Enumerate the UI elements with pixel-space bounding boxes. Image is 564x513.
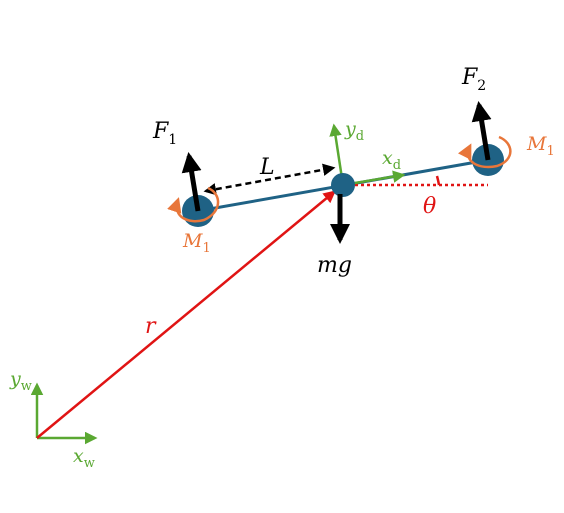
label-yd: yd — [344, 118, 364, 144]
label-yw: yw — [9, 368, 32, 394]
label-F1: F1 — [152, 119, 177, 148]
label-M-left: M1 — [182, 230, 211, 256]
thrust-F1-arrow — [181, 152, 202, 212]
right-moment-arrow — [457, 135, 512, 169]
label-mg: mg — [317, 253, 352, 278]
label-L: L — [259, 155, 275, 180]
label-xd: xd — [382, 147, 401, 173]
label-M-right: M1 — [526, 133, 555, 159]
center-body — [331, 173, 355, 197]
label-r: r — [145, 314, 157, 339]
label-F2: F2 — [461, 65, 486, 94]
left-moment-arrow — [167, 186, 220, 223]
length-dimension-L — [203, 163, 336, 196]
thrust-F2-arrow — [471, 101, 492, 161]
label-theta: θ — [423, 194, 436, 219]
label-xw: xw — [73, 445, 95, 471]
position-vector-r — [36, 190, 336, 439]
theta-angle-arc — [435, 175, 441, 186]
